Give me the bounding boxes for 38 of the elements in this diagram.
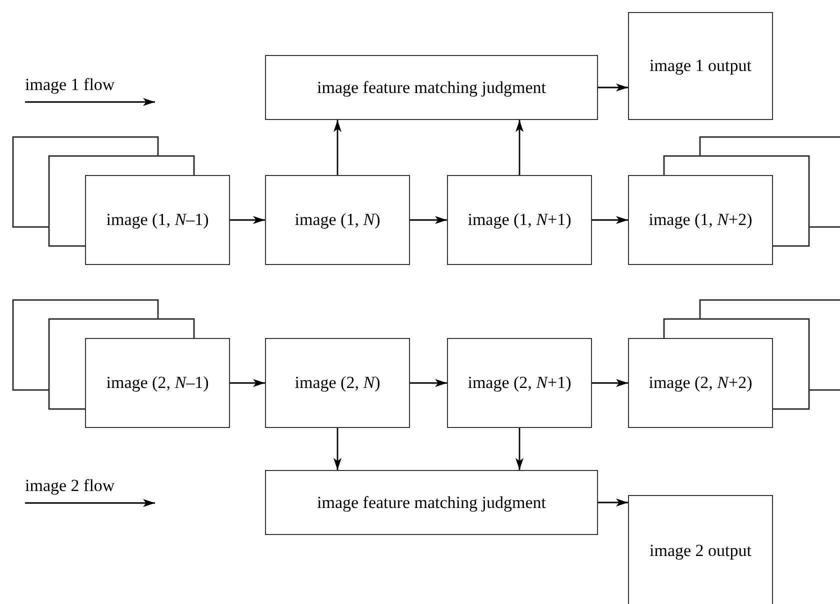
arrow	[598, 498, 628, 506]
process-box	[628, 12, 773, 120]
process-box	[447, 175, 592, 265]
box-text: image feature matching judgment	[317, 492, 546, 514]
box-text: image feature matching judgment	[317, 76, 546, 98]
process-box	[265, 55, 598, 120]
box-text: image 2 output	[650, 540, 752, 562]
process-box	[628, 338, 773, 428]
process-box	[265, 175, 410, 265]
box-text: image (2, N+1)	[468, 372, 572, 394]
arrow	[334, 428, 342, 470]
arrow	[410, 379, 447, 387]
arrow	[516, 120, 524, 175]
arrow	[516, 428, 524, 470]
box-text: image (1, N)	[294, 209, 380, 231]
arrow	[230, 379, 265, 387]
arrow	[592, 379, 628, 387]
box-text: image (1, N+1)	[468, 209, 572, 231]
process-box	[265, 470, 598, 535]
box-text: image (1, N–1)	[106, 209, 209, 231]
flow-label: image 1 flow	[25, 74, 115, 96]
box-text: image (1, N+2)	[648, 209, 752, 231]
flow-label: image 2 flow	[25, 475, 115, 496]
process-box	[447, 338, 592, 428]
process-box	[85, 175, 230, 265]
box-text: image 1 output	[650, 55, 752, 77]
process-box	[265, 338, 410, 428]
arrow	[592, 216, 628, 224]
box-text: image (2, N)	[294, 372, 380, 394]
process-box	[628, 175, 773, 265]
process-box	[85, 338, 230, 428]
box-text: image (2, N+2)	[648, 372, 752, 394]
box-text: image (2, N–1)	[106, 372, 209, 394]
arrow	[334, 120, 342, 175]
arrow	[598, 84, 628, 92]
process-box	[628, 495, 773, 604]
arrow	[230, 216, 265, 224]
arrow	[410, 216, 447, 224]
